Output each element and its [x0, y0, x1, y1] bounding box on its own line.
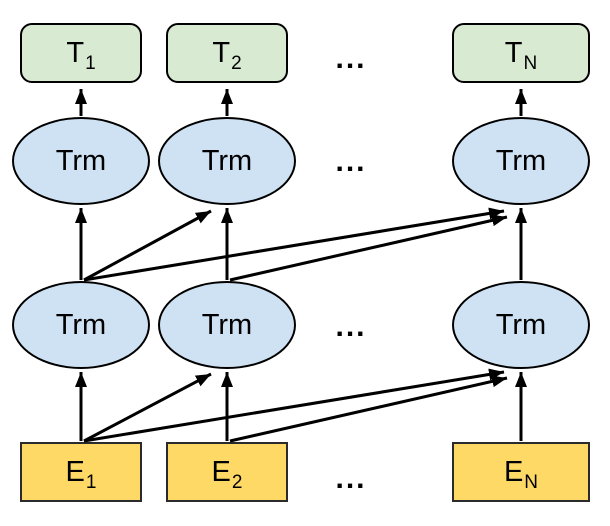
- node-sublabel: 2: [231, 471, 243, 493]
- node-label: E: [65, 455, 85, 488]
- trm-layer1-col2: Trm: [158, 281, 296, 369]
- node-label: T: [504, 36, 523, 69]
- node-label: T: [212, 36, 231, 69]
- ellipsis-embedding-row: ...: [335, 462, 367, 495]
- arrow-trm1c1-trm2c2: [83, 209, 212, 282]
- node-label: Trm: [201, 144, 253, 177]
- node-label: Trm: [201, 308, 253, 341]
- trm-layer2-col2: Trm: [158, 117, 296, 205]
- ellipsis-layer1-row: ...: [335, 310, 367, 343]
- arrow-e1-trm1c2: [83, 372, 212, 443]
- node-label: Trm: [55, 144, 107, 177]
- arrow-trm1c1-trm2cn: [83, 207, 505, 282]
- trm-layer2-coln: Trm: [452, 117, 590, 205]
- arrow-e1-trm1cn: [83, 368, 505, 443]
- node-label: Trm: [55, 308, 107, 341]
- node-sublabel: 2: [231, 52, 242, 74]
- ellipsis-output-row: ...: [335, 42, 367, 75]
- node-label: E: [211, 455, 231, 488]
- trm-layer2-col1: Trm: [12, 117, 150, 205]
- trm-layer1-coln: Trm: [452, 281, 590, 369]
- trm-layer1-col1: Trm: [12, 281, 150, 369]
- ellipsis-layer2-row: ...: [335, 145, 367, 178]
- node-sublabel: N: [523, 52, 538, 74]
- node-label: Trm: [495, 144, 547, 177]
- node-label: E: [503, 455, 524, 488]
- node-label: T: [66, 36, 85, 69]
- node-sublabel: 1: [85, 471, 97, 493]
- arrow-trm1c2-trm2cn: [229, 214, 508, 282]
- node-label: Trm: [495, 308, 547, 341]
- node-sublabel: N: [524, 471, 539, 493]
- arrow-e2-trm1cn: [229, 375, 508, 443]
- node-sublabel: 1: [85, 52, 96, 74]
